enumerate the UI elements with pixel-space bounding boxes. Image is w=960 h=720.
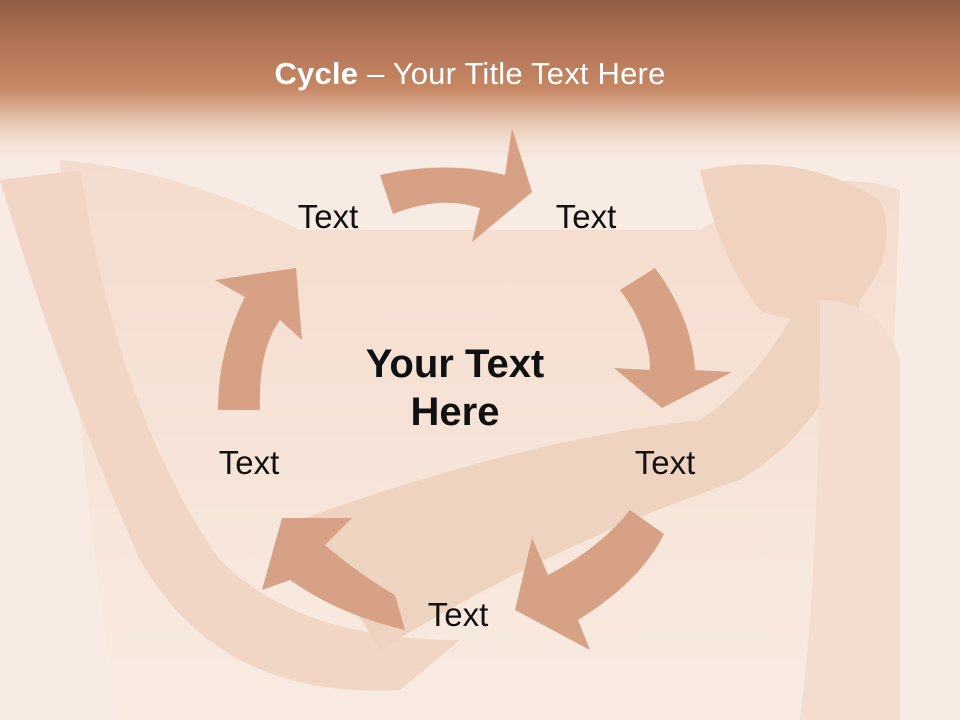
cycle-arrow-1 bbox=[380, 128, 532, 242]
title-rest: Your Title Text Here bbox=[392, 56, 666, 91]
center-text-line-2: Here bbox=[410, 390, 500, 434]
cycle-arrow-5 bbox=[215, 268, 302, 410]
cycle-node-label-4: Text bbox=[427, 596, 489, 633]
title-band bbox=[0, 0, 960, 160]
cycle-node-label-2: Text bbox=[555, 198, 617, 235]
center-text: Your Text Here bbox=[330, 340, 580, 436]
title-bold-part: Cycle bbox=[274, 56, 359, 91]
slide-title: Cycle – Your Title Text Here bbox=[0, 56, 940, 92]
cycle-node-label-5: Text bbox=[218, 444, 280, 481]
cycle-arrow-4 bbox=[262, 518, 405, 630]
center-text-line-1: Your Text bbox=[365, 342, 545, 386]
cycle-arrow-2 bbox=[614, 268, 732, 408]
cycle-node-label-1: Text bbox=[297, 198, 359, 235]
title-dash: – bbox=[358, 56, 393, 91]
cycle-node-label-3: Text bbox=[634, 444, 696, 481]
cycle-arrow-3 bbox=[515, 510, 664, 650]
